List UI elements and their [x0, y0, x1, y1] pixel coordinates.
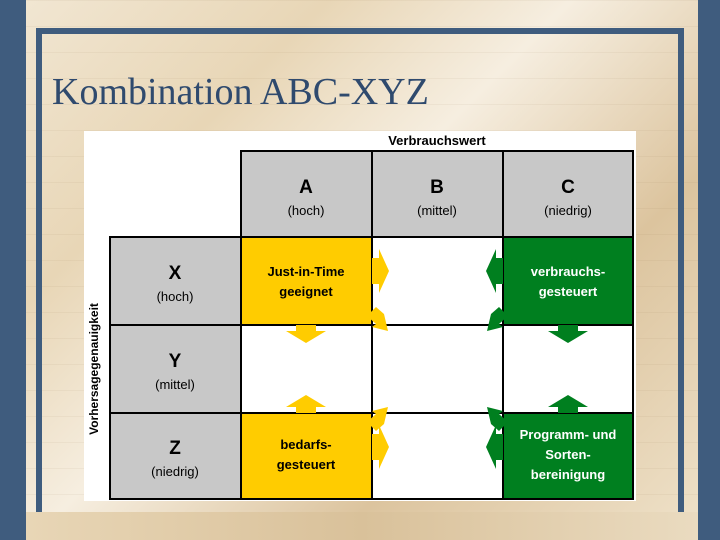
arrow-cx-down — [548, 325, 588, 343]
arrow-az-right — [372, 425, 389, 469]
arrow-cz-left — [486, 425, 503, 469]
cell-az — [240, 412, 373, 500]
row-x-sub: (hoch) — [157, 289, 194, 304]
cell-cx-text-line2: gesteuert — [539, 284, 598, 299]
abc-xyz-diagram: Verbrauchswert Vorhersagegenauigkeit A (… — [84, 131, 636, 501]
arrow-az-diagonal — [367, 407, 388, 431]
arrow-cz-up — [548, 395, 588, 413]
column-c-sub: (niedrig) — [544, 203, 592, 218]
cell-ax-text-line2: geeignet — [279, 284, 333, 299]
arrow-ax-right — [372, 249, 389, 293]
arrow-cx-diagonal — [487, 307, 508, 331]
row-header-z — [109, 412, 242, 500]
row-header-y — [109, 324, 242, 414]
arrow-ax-down — [286, 325, 326, 343]
row-axis-label: Vorhersagegenauigkeit — [87, 303, 101, 435]
cell-cx — [502, 236, 634, 326]
row-x-letter: X — [169, 263, 182, 284]
row-z-sub: (niedrig) — [151, 464, 199, 479]
cell-az-text-line2: gesteuert — [277, 457, 336, 472]
arrow-cz-diagonal — [487, 407, 508, 431]
slide-frame — [36, 28, 684, 512]
cell-cz-text-line3: bereinigung — [531, 467, 605, 482]
arrow-az-up — [286, 395, 326, 413]
row-y-sub: (mittel) — [155, 377, 195, 392]
column-a-sub: (hoch) — [288, 203, 325, 218]
cell-cz-text-line1: Programm- und — [520, 427, 617, 442]
slide-bottom-bar — [26, 512, 698, 540]
cell-ax — [240, 236, 373, 326]
arrow-ax-diagonal — [367, 307, 388, 331]
cell-ax-text-line1: Just-in-Time — [267, 264, 344, 279]
cell-bx — [371, 236, 504, 326]
arrow-cx-left — [486, 249, 503, 293]
cell-az-text-line1: bedarfs- — [280, 437, 331, 452]
column-a-letter: A — [299, 177, 313, 198]
column-header-c — [502, 150, 634, 238]
column-c-letter: C — [561, 177, 575, 198]
row-z-letter: Z — [169, 438, 181, 459]
column-b-sub: (mittel) — [417, 203, 457, 218]
cell-bz — [371, 412, 504, 500]
cell-cz-text-line2: Sorten- — [545, 447, 591, 462]
row-y-letter: Y — [169, 351, 182, 372]
row-header-x — [109, 236, 242, 326]
column-header-b — [371, 150, 504, 238]
slide-title: Kombination ABC-XYZ — [52, 71, 429, 113]
cell-by — [371, 324, 504, 414]
column-b-letter: B — [430, 177, 444, 198]
cell-cx-text-line1: verbrauchs- — [531, 264, 605, 279]
column-axis-label: Verbrauchswert — [388, 133, 486, 148]
